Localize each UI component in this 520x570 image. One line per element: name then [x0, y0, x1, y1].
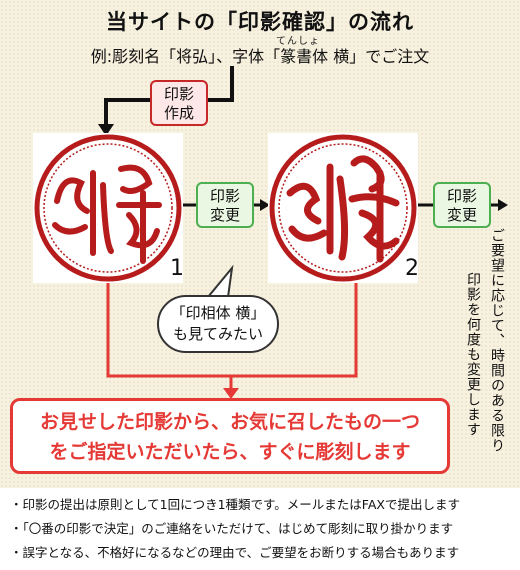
create-tag-line-2: 作成 [163, 104, 194, 122]
message-line-1: お見せした印影から、お気に召したもの一つ [39, 411, 420, 433]
note-item: ・印影の提出は原則として1回につき1種類です。メールまたはFAXで提出します [10, 497, 460, 512]
change-tag-2-line-2: 変更 [446, 206, 477, 224]
note-item: ・「〇番の印影で決定」のご連絡をいただけて、はじめて彫刻に取り掛かります [10, 521, 454, 536]
change-tag-1-line-2: 変更 [209, 206, 240, 224]
arrowhead-out [498, 199, 508, 211]
engraving-message-box: お見せした印影から、お気に召したもの一つ をご指定いただいたら、すぐに彫刻します [10, 398, 450, 474]
seal-impression-1 [33, 133, 183, 283]
arrowhead-seal-2 [260, 199, 270, 211]
notes-list: ・印影の提出は原則として1回につき1種類です。メールまたはFAXで提出します ・… [10, 493, 515, 565]
order-example: 例:彫刻名「将弘」、字体「篆書体 横」でご注文 [90, 47, 430, 66]
seal-impression-2 [268, 133, 418, 283]
note-item: ・誤字となる、不格好になるなどの理由で、ご要望をお断りする場合もあります [10, 545, 460, 560]
arrowhead-seal-1 [98, 124, 114, 136]
message-line-2: をご指定いただいたら、すぐに彫刻します [49, 441, 411, 463]
bubble-line-1: 「印相体 横」 [170, 304, 266, 322]
seal-1-graphic [34, 134, 182, 282]
create-seal-tag: 印影 作成 [150, 80, 208, 126]
seal-number-1: 1 [170, 256, 184, 281]
change-tag-1-line-1: 印影 [209, 187, 240, 205]
furigana: てんしょ [276, 36, 320, 47]
bubble-line-2: も見てみたい [172, 325, 263, 343]
change-tag-2-line-1: 印影 [446, 187, 477, 205]
change-seal-tag-2: 印影 変更 [433, 182, 491, 228]
vertical-note-2: 印影を何度も変更します [465, 272, 481, 437]
page-title: 当サイトの「印影確認」の流れ [106, 10, 414, 34]
seal-2-graphic [269, 134, 417, 282]
request-speech-bubble: 「印相体 横」 も見てみたい [157, 295, 279, 353]
seal-number-2: 2 [405, 256, 419, 281]
red-arrowhead [223, 388, 239, 399]
change-seal-tag-1: 印影 変更 [196, 182, 254, 228]
vertical-note-1: ご要望に応じて、時間のある限り [489, 228, 505, 453]
create-tag-line-1: 印影 [163, 85, 194, 103]
bubble-pointer [205, 264, 234, 298]
